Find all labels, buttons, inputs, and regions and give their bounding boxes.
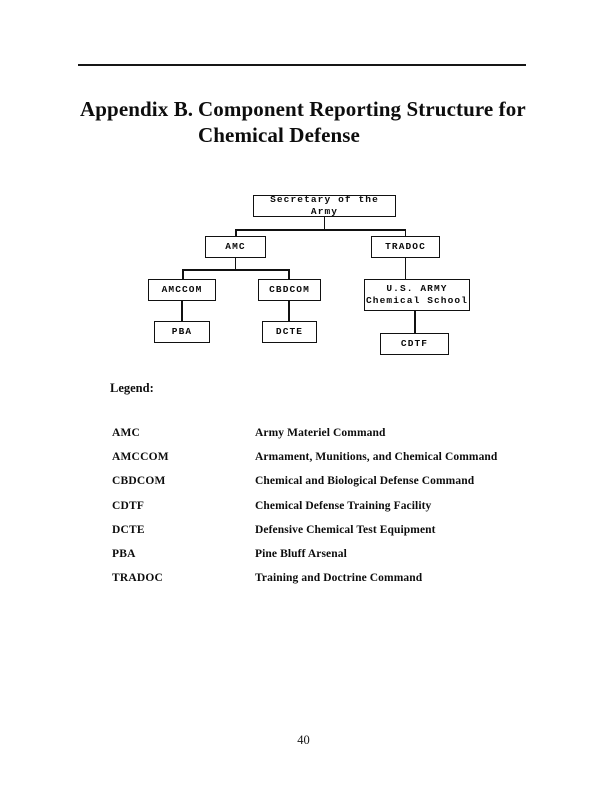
- legend-description: Armament, Munitions, and Chemical Comman…: [255, 451, 498, 464]
- appendix-title: Component Reporting Structure for Chemic…: [198, 97, 526, 147]
- legend-description: Chemical and Biological Defense Command: [255, 475, 475, 488]
- connector-tradoc-riser: [404, 229, 407, 237]
- connector-tradoc-drop: [404, 258, 407, 279]
- org-node-amc: AMC: [205, 236, 266, 258]
- org-node-secretary: Secretary of the Army: [253, 194, 396, 217]
- connector-chemical-school-drop: [414, 311, 416, 333]
- connector-level1-bus: [235, 229, 406, 231]
- org-node-amccom: AMCCOM: [148, 279, 216, 301]
- legend-description: Army Materiel Command: [255, 427, 386, 439]
- legend-description: Chemical Defense Training Facility: [255, 499, 432, 512]
- connector-cbdcom-riser: [288, 269, 290, 279]
- legend-abbreviation: AMC: [112, 427, 141, 439]
- legend-row: AMCCOM Armament, Munitions, and Chemical…: [112, 451, 532, 475]
- org-node-cdtf: CDTF: [380, 333, 449, 355]
- connector-amc-drop: [234, 258, 237, 270]
- connector-secretary-drop: [323, 217, 326, 230]
- connector-amccom-riser: [182, 269, 184, 279]
- connector-amc-riser: [235, 229, 237, 237]
- org-node-chemical-school: U.S. ARMY Chemical School: [364, 279, 470, 311]
- org-node-dcte: DCTE: [262, 321, 317, 343]
- connector-cbdcom-drop: [288, 301, 290, 321]
- legend-row: CBDCOM Chemical and Biological Defense C…: [112, 475, 532, 499]
- legend-abbreviation: TRADOC: [112, 572, 164, 585]
- legend-abbreviation: DCTE: [112, 523, 145, 536]
- appendix-label: Appendix B.: [80, 97, 194, 121]
- legend-description: Training and Doctrine Command: [255, 572, 423, 585]
- connector-amccom-drop: [181, 301, 183, 321]
- legend-abbreviation: PBA: [112, 547, 136, 560]
- org-node-cbdcom: CBDCOM: [258, 279, 321, 301]
- header-rule: [78, 64, 526, 66]
- legend-description: Defensive Chemical Test Equipment: [255, 523, 436, 536]
- legend-abbreviation: CBDCOM: [112, 475, 166, 488]
- legend-abbreviation: CDTF: [112, 499, 145, 512]
- legend-description: Pine Bluff Arsenal: [255, 547, 347, 560]
- legend-abbreviation: AMCCOM: [112, 451, 169, 464]
- legend-row: CDTF Chemical Defense Training Facility: [112, 500, 532, 524]
- legend-row: AMC Army Materiel Command: [112, 427, 532, 451]
- org-node-pba: PBA: [154, 321, 210, 343]
- legend-row: TRADOC Training and Doctrine Command: [112, 572, 532, 596]
- org-node-tradoc: TRADOC: [371, 236, 440, 258]
- page-title: Appendix B.Component Reporting Structure…: [80, 96, 550, 148]
- connector-level2-bus: [182, 269, 290, 271]
- legend-row: DCTE Defensive Chemical Test Equipment: [112, 524, 532, 548]
- legend-table: AMC Army Materiel Command AMCCOM Armamen…: [112, 427, 532, 596]
- legend-title: Legend:: [110, 381, 154, 395]
- page-number: 40: [297, 733, 310, 747]
- legend-row: PBA Pine Bluff Arsenal: [112, 548, 532, 572]
